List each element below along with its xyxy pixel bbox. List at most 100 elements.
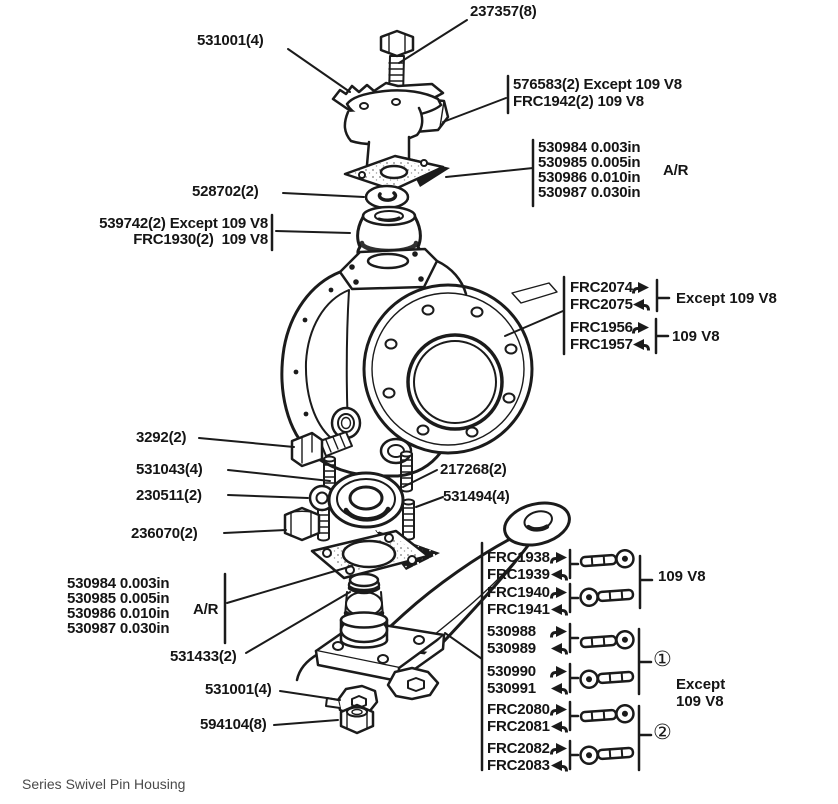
fit-arrow-right-icon <box>550 666 567 678</box>
swivel-housing-part <box>280 247 558 478</box>
callout-bearing-upper-line2: FRC1930(2) 109 V8 <box>133 231 268 248</box>
arm-fit-row: FRC2083 <box>487 757 568 774</box>
track-rod-ball-left-icon <box>578 584 635 608</box>
housing-fit-row: FRC1956 <box>570 319 649 336</box>
housing-group-except-109v8: Except 109 V8 <box>676 290 777 307</box>
callout-studs-upper: 531043(4) <box>136 461 203 478</box>
filler-plug-part <box>290 431 353 468</box>
shim-bottom-line2: 530985 0.005in <box>67 590 170 607</box>
part-number: 530990 <box>487 663 536 680</box>
part-number: 530988 <box>487 623 536 640</box>
fit-arrow-left-icon <box>551 721 568 733</box>
part-number: FRC2082 <box>487 740 550 757</box>
fit-arrow-right-icon <box>550 704 567 716</box>
part-number: FRC2083 <box>487 757 550 774</box>
arm-fit-row: FRC2081 <box>487 718 568 735</box>
track-rod-ball-left-icon <box>578 742 635 766</box>
callout-lockplate-top: 531001(4) <box>197 32 264 49</box>
page-caption: Series Swivel Pin Housing <box>22 776 186 792</box>
arm-group-except-line2: 109 V8 <box>676 693 724 710</box>
arm-group-except-line1: Except <box>676 676 726 693</box>
part-number: 530991 <box>487 680 536 697</box>
upper-swivel-pin-part <box>343 89 450 169</box>
part-number: FRC2074 <box>570 279 633 296</box>
track-rod-ball-left-icon <box>578 666 635 690</box>
callout-washer-upper: 528702(2) <box>192 183 259 200</box>
part-number: FRC1938 <box>487 549 550 566</box>
fit-arrow-left-icon <box>551 604 568 616</box>
part-number: FRC1940 <box>487 584 550 601</box>
callout-swivel-upper-line1: 576583(2) Except 109 V8 <box>513 76 682 93</box>
part-number: FRC1956 <box>570 319 633 336</box>
callout-bearing-upper-line1: 539742(2) Except 109 V8 <box>99 215 268 232</box>
part-number: 530989 <box>487 640 536 657</box>
shim-bottom-line4: 530987 0.030in <box>67 620 170 637</box>
fit-arrow-right-icon <box>632 322 649 334</box>
lower-swivel-pin-part <box>339 572 389 649</box>
arm-fit-row: 530989 <box>487 640 568 657</box>
fit-arrow-right-icon <box>550 552 567 564</box>
callout-nut-mid: 236070(2) <box>131 525 198 542</box>
part-number: FRC2075 <box>570 296 633 313</box>
arm-group-109v8: 109 V8 <box>658 568 706 585</box>
fit-arrow-right-icon <box>550 743 567 755</box>
track-rod-ball-right-icon <box>579 629 636 653</box>
arm-fit-row: FRC2082 <box>487 740 567 757</box>
housing-fit-row: FRC1957 <box>570 336 650 353</box>
steering-arm-part <box>295 501 571 682</box>
shim-bottom-line1: 530984 0.003in <box>67 575 170 592</box>
fit-arrow-right-icon <box>550 587 567 599</box>
leader-lines <box>198 19 671 772</box>
lower-bearing-part <box>327 471 405 529</box>
part-number: FRC1941 <box>487 601 550 618</box>
arm-fit-row: FRC2080 <box>487 701 567 718</box>
fit-arrow-left-icon <box>551 760 568 772</box>
arm-fit-row: FRC1941 <box>487 601 568 618</box>
callout-stud-arm: 217268(2) <box>440 461 507 478</box>
shim-bottom-ar: A/R <box>193 601 219 618</box>
arm-fit-row: FRC1940 <box>487 584 567 601</box>
housing-group-109v8: 109 V8 <box>672 328 720 345</box>
fit-arrow-right-icon <box>632 282 649 294</box>
part-number: FRC2080 <box>487 701 550 718</box>
callout-lockplate-bottom: 531001(4) <box>205 681 272 698</box>
callout-swivel-upper-line2: FRC1942(2) 109 V8 <box>513 93 644 110</box>
track-rod-ball-right-icon <box>579 548 636 572</box>
callout-studs-lower: 531494(4) <box>443 488 510 505</box>
shim-top-line4: 530987 0.030in <box>538 184 641 201</box>
arm-fit-row: 530988 <box>487 623 567 640</box>
shim-top-line2: 530985 0.005in <box>538 154 641 171</box>
part-number: FRC1957 <box>570 336 633 353</box>
track-rod-ball-right-icon <box>579 703 636 727</box>
lower-gasket-part <box>310 529 440 580</box>
callout-nut-bottom: 594104(8) <box>200 716 267 733</box>
part-number: FRC1939 <box>487 566 550 583</box>
housing-fit-row: FRC2075 <box>570 296 650 313</box>
fit-arrow-right-icon <box>550 626 567 638</box>
shim-top-line3: 530986 0.010in <box>538 169 641 186</box>
part-number: FRC2081 <box>487 718 550 735</box>
fit-arrow-left-icon <box>633 299 650 311</box>
arm-fit-row: 530991 <box>487 680 568 697</box>
shim-top-line1: 530984 0.003in <box>538 139 641 156</box>
arm-fit-row: FRC1938 <box>487 549 567 566</box>
upper-gasket-part <box>343 154 450 192</box>
fit-arrow-left-icon <box>551 683 568 695</box>
callout-plug: 3292(2) <box>136 429 187 446</box>
housing-fit-row: FRC2074 <box>570 279 649 296</box>
fit-arrow-left-icon <box>551 569 568 581</box>
circled-two-icon: ② <box>653 720 672 744</box>
bottom-nut-part <box>339 703 375 735</box>
fit-arrow-left-icon <box>551 643 568 655</box>
callout-top-bolt: 237357(8) <box>470 3 537 20</box>
arm-fit-row: 530990 <box>487 663 567 680</box>
shim-top-ar: A/R <box>663 162 689 179</box>
callout-washer-mid: 230511(2) <box>136 487 202 504</box>
mid-nut-part <box>283 506 321 542</box>
callout-swivel-lower: 531433(2) <box>170 648 237 665</box>
shim-bottom-line3: 530986 0.010in <box>67 605 170 622</box>
arm-fit-row: FRC1939 <box>487 566 568 583</box>
upper-washer-part <box>364 184 410 210</box>
